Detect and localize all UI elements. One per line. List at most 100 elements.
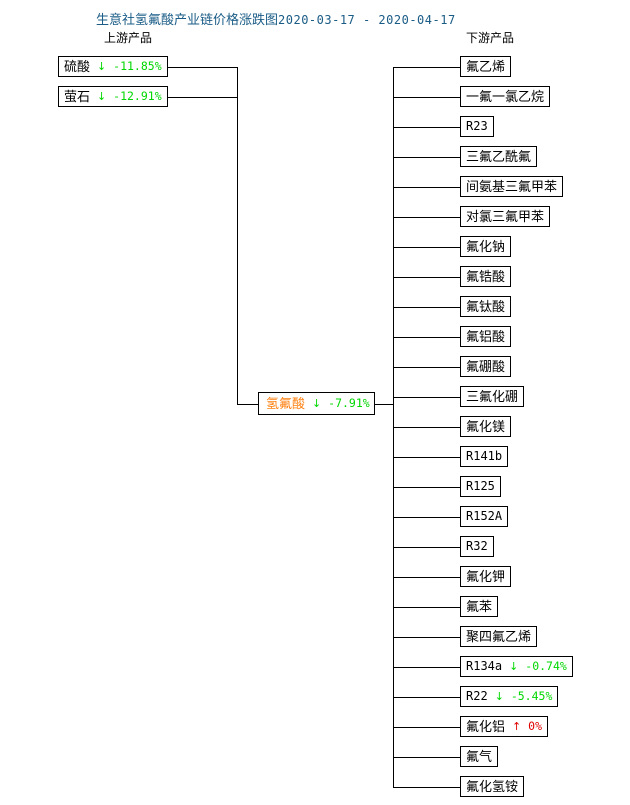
connector-line-horizontal [393,397,460,398]
change-value: ↓ -5.45% [494,689,553,703]
connector-line-vertical [237,67,238,404]
downstream-node-4[interactable]: 间氨基三氟甲苯 [460,176,564,197]
downstream-node-11[interactable]: 三氟化硼 [460,386,525,407]
downstream-column-header: 下游产品 [466,31,515,45]
downstream-node-9[interactable]: 氟铝酸 [460,326,512,347]
connector-line-horizontal [375,404,393,405]
downstream-node-10[interactable]: 氟硼酸 [460,356,512,377]
node-label: 间氨基三氟甲苯 [466,179,558,194]
node-label: R32 [466,539,488,553]
downstream-node-1[interactable]: 一氟一氯乙烷 [460,86,551,107]
connector-line-horizontal [393,307,460,308]
connector-line-horizontal [393,757,460,758]
title-text: 生意社氢氟酸产业链价格涨跌图 [96,12,279,27]
node-label: 氟化氢铵 [466,779,519,794]
downstream-node-7[interactable]: 氟锆酸 [460,266,512,287]
upstream-node-0[interactable]: 硫酸↓ -11.85% [58,56,168,77]
downstream-node-20[interactable]: R134a ↓ -0.74% [460,656,573,677]
connector-line-horizontal [393,577,460,578]
node-label: 氟气 [466,749,493,764]
node-label: 聚四氟乙烯 [466,629,532,644]
node-label: 对氯三氟甲苯 [466,209,545,224]
node-label: 氟化钠 [466,239,506,254]
node-label: 氟锆酸 [466,269,506,284]
downstream-node-22[interactable]: 氟化铝↑ 0% [460,716,549,737]
connector-line-vertical [393,67,394,787]
downstream-node-0[interactable]: 氟乙烯 [460,56,512,77]
arrow-down-icon: ↓ [312,397,322,410]
change-value: ↓ -12.91% [97,89,162,103]
downstream-node-3[interactable]: 三氟乙酰氟 [460,146,538,167]
connector-line-horizontal [393,337,460,338]
downstream-node-17[interactable]: 氟化钾 [460,566,512,587]
arrow-down-icon: ↓ [97,60,107,73]
downstream-node-19[interactable]: 聚四氟乙烯 [460,626,538,647]
node-label: R152A [466,509,503,523]
node-label: 氟钛酸 [466,299,506,314]
node-label: 氟硼酸 [466,359,506,374]
arrow-up-icon: ↑ [512,720,522,733]
downstream-node-6[interactable]: 氟化钠 [460,236,512,257]
change-value: ↑ 0% [512,719,543,733]
node-label: R141b [466,449,503,463]
arrow-down-icon: ↓ [494,690,504,703]
connector-line-horizontal [393,217,460,218]
connector-line-horizontal [393,457,460,458]
connector-line-horizontal [393,247,460,248]
node-label: R134a [466,659,503,673]
connector-line-horizontal [237,404,258,405]
downstream-node-21[interactable]: R22 ↓ -5.45% [460,686,559,707]
connector-line-horizontal [393,547,460,548]
node-label: 氟化钾 [466,569,506,584]
connector-line-horizontal [168,97,237,98]
node-label: R125 [466,479,495,493]
connector-line-horizontal [393,637,460,638]
downstream-node-8[interactable]: 氟钛酸 [460,296,512,317]
arrow-down-icon: ↓ [97,90,107,103]
connector-line-horizontal [393,607,460,608]
node-label: 氟化镁 [466,419,506,434]
connector-line-horizontal [393,157,460,158]
downstream-node-5[interactable]: 对氯三氟甲苯 [460,206,551,227]
node-label: 萤石 [64,89,91,104]
node-label: 三氟乙酰氟 [466,149,532,164]
connector-line-horizontal [393,787,460,788]
downstream-node-2[interactable]: R23 [460,116,494,137]
node-label: 三氟化硼 [466,389,519,404]
connector-line-horizontal [393,277,460,278]
node-label: 氟苯 [466,599,493,614]
downstream-node-18[interactable]: 氟苯 [460,596,499,617]
connector-line-horizontal [393,727,460,728]
upstream-node-1[interactable]: 萤石 ↓ -12.91% [58,86,168,107]
node-label: R22 [466,689,488,703]
change-value: ↓ -7.91% [312,396,370,410]
upstream-column-header: 上游产品 [104,31,153,45]
center-node-hydrofluoric-acid[interactable]: 氢氟酸 ↓ -7.91% [258,392,375,415]
node-label: 氢氟酸 [266,396,306,411]
downstream-node-23[interactable]: 氟气 [460,746,499,767]
connector-line-horizontal [393,187,460,188]
node-label: 硫酸 [64,59,91,74]
connector-line-horizontal [393,697,460,698]
connector-line-horizontal [393,517,460,518]
node-label: R23 [466,119,488,133]
downstream-node-15[interactable]: R152A [460,506,509,527]
downstream-node-24[interactable]: 氟化氢铵 [460,776,525,797]
arrow-down-icon: ↓ [509,660,519,673]
connector-line-horizontal [393,67,460,68]
connector-line-horizontal [393,97,460,98]
connector-line-horizontal [393,127,460,128]
change-value: ↓ -0.74% [509,659,567,673]
downstream-node-12[interactable]: 氟化镁 [460,416,512,437]
title-date-range: 2020-03-17 - 2020-04-17 [278,13,456,27]
downstream-node-16[interactable]: R32 [460,536,494,557]
node-label: 氟铝酸 [466,329,506,344]
node-label: 一氟一氯乙烷 [466,89,545,104]
node-label: 氟乙烯 [466,59,506,74]
connector-line-horizontal [393,367,460,368]
downstream-node-14[interactable]: R125 [460,476,501,497]
connector-line-horizontal [393,487,460,488]
downstream-node-13[interactable]: R141b [460,446,509,467]
connector-line-horizontal [393,427,460,428]
